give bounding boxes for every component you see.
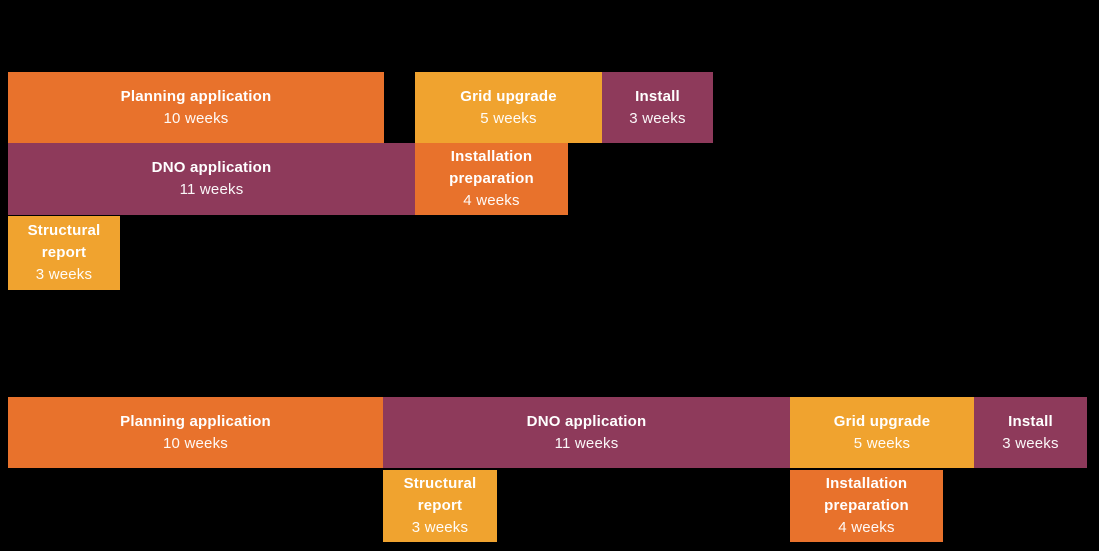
task-duration: 11 weeks: [554, 434, 619, 452]
task-label: Grid upgrade: [833, 412, 931, 430]
task-duration: 3 weeks: [629, 109, 686, 127]
bar-installation-preparation: Installation preparation 4 weeks: [415, 143, 568, 215]
task-label: Grid upgrade: [460, 87, 557, 105]
bar-dno-application: DNO application 11 weeks: [8, 143, 415, 215]
task-label: DNO application: [151, 159, 272, 176]
bar-structural-report: Structural report 3 weeks: [8, 216, 120, 290]
task-duration: 4 weeks: [838, 519, 895, 536]
task-duration: 5 weeks: [480, 109, 537, 127]
task-duration: 3 weeks: [411, 519, 469, 536]
task-label: Structural report: [403, 475, 477, 514]
bar-install: Install 3 weeks: [602, 72, 713, 143]
task-label: Structural report: [27, 222, 101, 261]
task-label: Install: [1008, 412, 1053, 430]
task-duration: 5 weeks: [853, 434, 911, 452]
bar-grid-upgrade: Grid upgrade 5 weeks: [415, 72, 602, 143]
task-label: Planning application: [120, 412, 271, 430]
bar-grid-upgrade: Grid upgrade 5 weeks: [790, 397, 974, 468]
task-label: Installation preparation: [824, 475, 909, 514]
task-duration: 11 weeks: [179, 181, 244, 198]
bar-installation-preparation: Installation preparation 4 weeks: [790, 470, 943, 542]
task-duration: 3 weeks: [35, 266, 93, 283]
task-label: Installation preparation: [449, 148, 534, 187]
bar-planning-application: Planning application 10 weeks: [8, 397, 383, 468]
task-label: DNO application: [526, 412, 647, 430]
task-duration: 10 weeks: [163, 434, 228, 452]
task-duration: 10 weeks: [163, 109, 229, 127]
task-duration: 3 weeks: [1002, 434, 1059, 452]
task-duration: 4 weeks: [463, 192, 520, 209]
bar-planning-application: Planning application 10 weeks: [8, 72, 384, 143]
bar-install: Install 3 weeks: [974, 397, 1087, 468]
bar-dno-application: DNO application 11 weeks: [383, 397, 790, 468]
task-label: Install: [635, 87, 680, 105]
bar-structural-report: Structural report 3 weeks: [383, 470, 497, 542]
task-label: Planning application: [120, 87, 272, 105]
